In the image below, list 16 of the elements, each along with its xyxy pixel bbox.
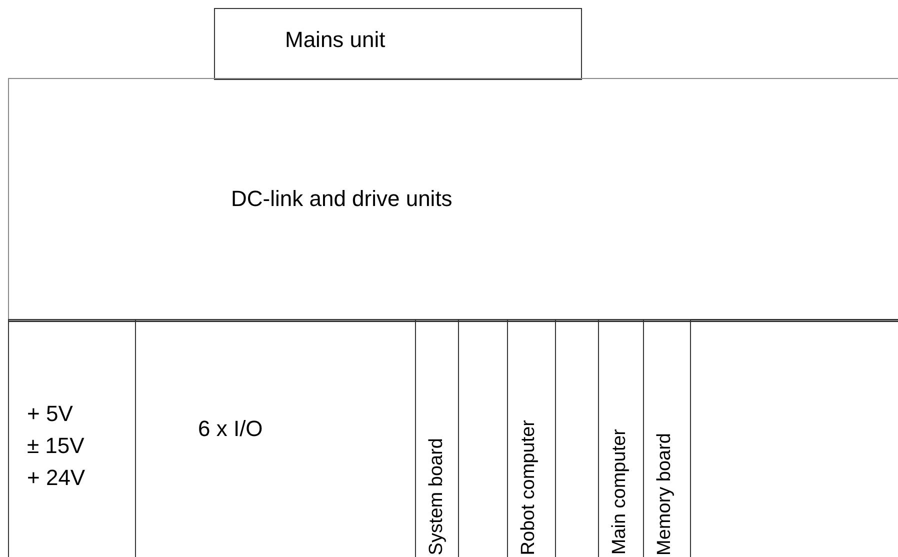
unit-label: Mains unit	[285, 26, 386, 54]
board-label: System board	[425, 438, 448, 555]
board-slot	[415, 319, 459, 557]
voltage-label: + 5V	[27, 400, 74, 428]
module-slot	[8, 319, 136, 557]
unit-box	[214, 8, 582, 80]
module-label: 6 x I/O	[198, 415, 263, 443]
board-slot	[643, 319, 691, 557]
unit-label: DC-link and drive units	[231, 185, 452, 213]
voltage-label: ± 15V	[27, 432, 86, 460]
board-label: Robot computer	[517, 420, 540, 555]
board-label: Main computer	[608, 429, 631, 555]
voltage-label: + 24V	[27, 464, 86, 492]
board-slot	[507, 319, 556, 557]
unit-box	[8, 78, 898, 321]
board-label: Memory board	[653, 432, 676, 555]
